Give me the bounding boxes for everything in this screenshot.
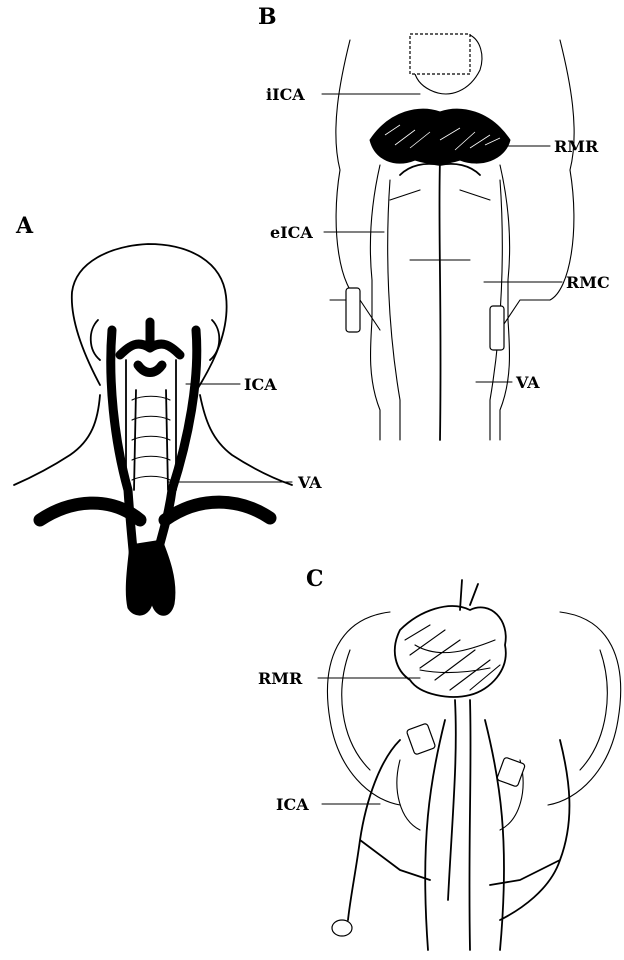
neck-shoulder-right xyxy=(200,395,292,485)
lateral-vessels-c xyxy=(348,740,569,920)
cut-vessel-upper-right-c xyxy=(497,757,526,787)
panel-c-letter: C xyxy=(306,566,324,592)
neck-shoulder-left xyxy=(14,395,100,485)
cut-vessel-upper-left-c xyxy=(406,723,436,755)
left-carotid-vessel xyxy=(111,330,134,560)
label-a-ica: ICA xyxy=(244,375,277,394)
circle-of-willis xyxy=(120,322,180,373)
panel-b-letter: B xyxy=(258,4,277,30)
cut-vessel-left-b xyxy=(346,288,360,332)
label-c-rmr: RMR xyxy=(258,669,303,688)
aortic-arch xyxy=(126,540,175,615)
temporal-lobe-c xyxy=(342,650,607,770)
label-a-va: VA xyxy=(297,473,322,492)
head-outline xyxy=(72,244,227,388)
rete-mirabile-c xyxy=(395,606,506,697)
panel-a: A ICA xyxy=(14,213,322,615)
cut-vessel-bottom-c xyxy=(332,920,352,936)
panel-a-letter: A xyxy=(15,213,34,239)
label-b-iica: iICA xyxy=(266,85,305,104)
left-ear xyxy=(91,320,100,360)
label-b-rmc: RMC xyxy=(566,273,610,292)
cerebrum-outline-c xyxy=(328,612,621,805)
right-ear xyxy=(210,320,219,360)
vertebral-column xyxy=(126,360,176,490)
rete-mirabile-rostral-b xyxy=(370,109,510,164)
cut-vessel-right-b xyxy=(490,306,504,350)
brainstem-b xyxy=(388,180,503,440)
basilar-artery-b xyxy=(439,160,440,440)
panel-c: C RMR ICA xyxy=(258,566,621,950)
label-b-va: VA xyxy=(515,373,540,392)
label-c-ica: ICA xyxy=(276,795,309,814)
left-subclavian xyxy=(40,503,140,520)
optic-chiasm-b xyxy=(410,34,470,74)
rete-mirabile-texture-c xyxy=(405,625,500,690)
right-subclavian xyxy=(165,502,270,520)
label-b-rmr: RMR xyxy=(554,137,599,156)
label-b-eica: eICA xyxy=(270,223,313,242)
panel-b: B iICA RMR eICA RMC VA xyxy=(258,4,610,440)
